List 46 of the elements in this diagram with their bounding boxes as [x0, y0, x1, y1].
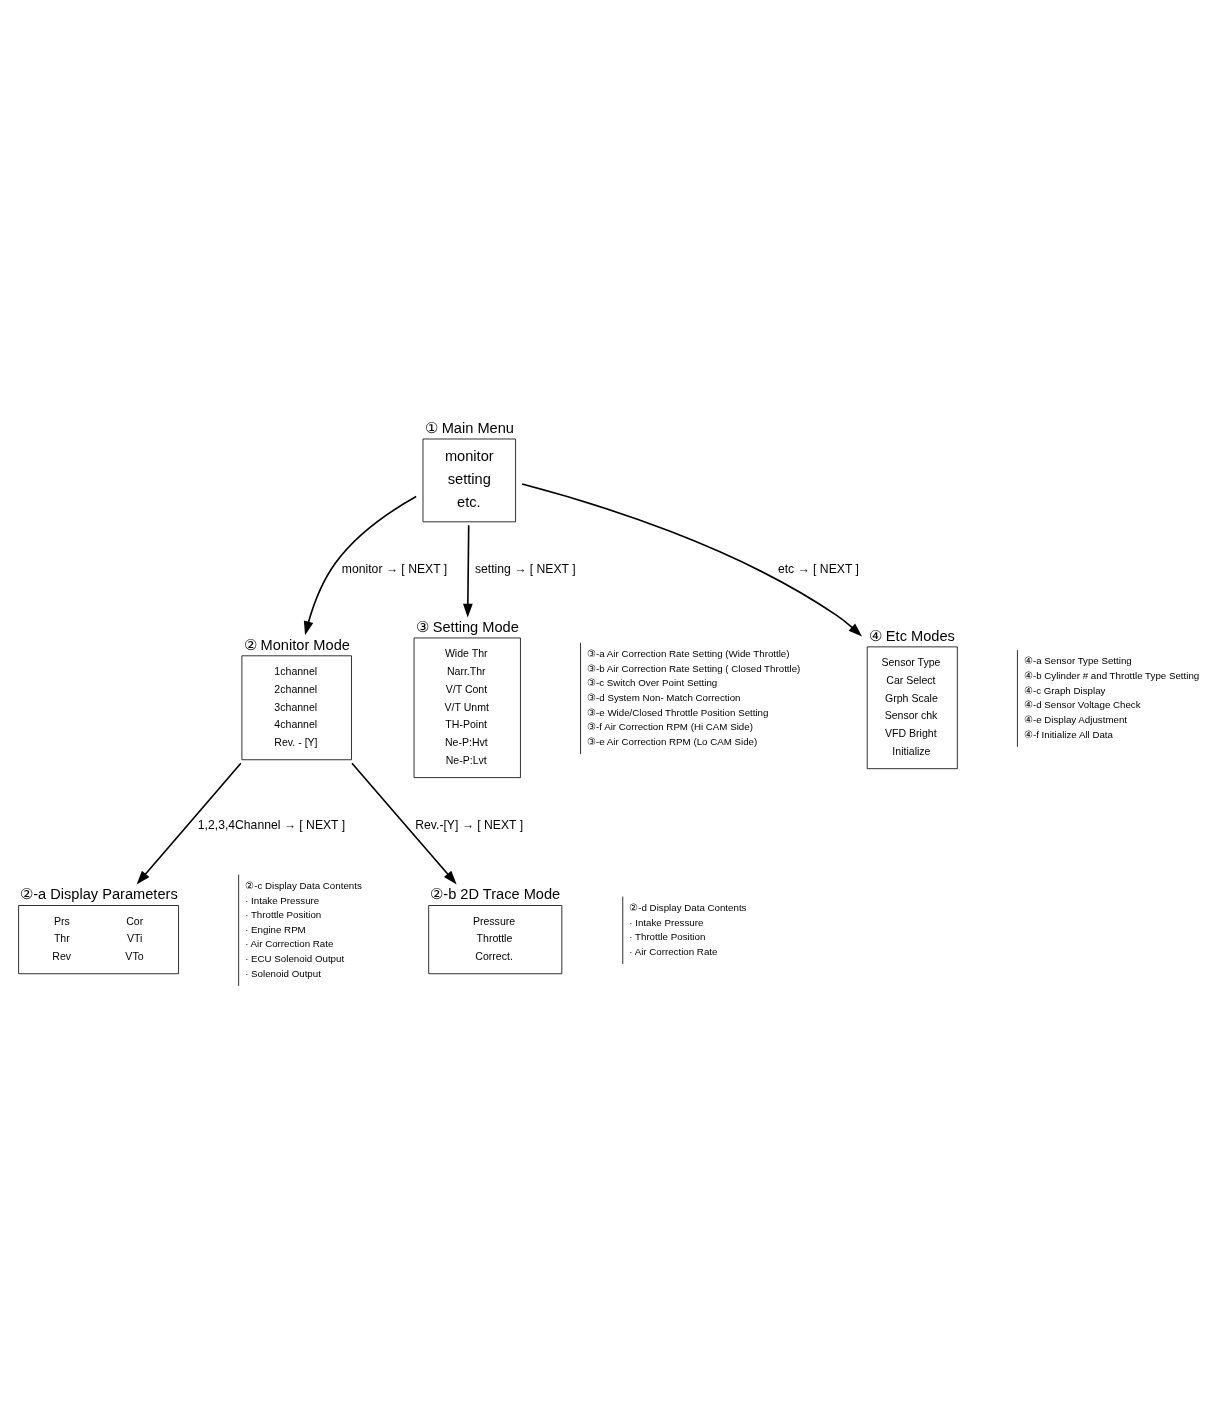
node-label: ③-e Air Correction RPM (Lo CAM Side): [587, 735, 758, 747]
node-label: ① Main Menu: [424, 419, 514, 436]
arrow: [521, 482, 863, 636]
node-box: Sensor Type Car Select Grph Scale Sensor chk VFD Bright Initialize: [866, 645, 958, 769]
node-label: · Intake Pressure: [245, 894, 320, 906]
node-box: Prs Cor Thr VTi Rev VTo: [18, 904, 179, 974]
edge-label: 1,2,3,4Channel → [ NEXT ]: [197, 817, 346, 832]
edge-label: monitor → [ NEXT ]: [341, 561, 448, 576]
node-label: ②-b 2D Trace Mode: [430, 885, 561, 902]
arrow: [351, 761, 457, 884]
node-label: ②-a Display Parameters: [20, 885, 178, 902]
node-label: ③ Setting Mode: [415, 618, 519, 635]
node-label: ③-b Air Correction Rate Setting ( Closed Throttle): [587, 662, 801, 674]
node-label: · Air Correction Rate: [629, 945, 718, 957]
node-label: ③-c Switch Over Point Setting: [587, 676, 718, 688]
node-label: · Engine RPM: [245, 923, 306, 935]
node-label: ④-b Cylinder # and Throttle Type Setting: [1023, 669, 1200, 681]
node-label: ③-d System Non- Match Correction: [587, 691, 741, 703]
node-label: ④-c Graph Display: [1023, 684, 1106, 696]
edge-label: etc → [ NEXT ]: [777, 561, 859, 576]
node-label: ④-e Display Adjustment: [1023, 713, 1128, 725]
node-box: Wide Thr Narr.Thr V/T Cont V/T Unmt TH-Point Ne-P:Hvt Ne-P:Lvt: [413, 637, 521, 778]
node-label: ②-d Display Data Contents: [629, 901, 747, 913]
node-label: · Throttle Position: [245, 908, 322, 920]
arrow: [463, 523, 473, 618]
node-label: · Throttle Position: [629, 930, 706, 942]
node-label: ④ Etc Modes: [868, 627, 955, 644]
node-label: ③-f Air Correction RPM (Hi CAM Side): [587, 720, 753, 732]
edge-label: setting → [ NEXT ]: [474, 561, 576, 576]
node-box: Pressure Throttle Correct.: [428, 904, 563, 974]
node-label: ④-f Initialize All Data: [1023, 728, 1113, 739]
node-label: · Intake Pressure: [629, 915, 704, 927]
node-label: ④-d Sensor Voltage Check: [1023, 698, 1141, 710]
node-label: · Air Correction Rate: [245, 937, 334, 949]
arrow: [136, 761, 242, 884]
node-label: · Solenoid Output: [245, 967, 321, 979]
node-box: 1channel 2channel 3channel 4channel Rev. - [Y]: [241, 654, 352, 760]
node-box: monitor setting etc.: [422, 438, 516, 522]
node-label: ②-c Display Data Contents: [245, 879, 362, 891]
node-label: · ECU Solenoid Output: [245, 952, 345, 964]
edge-label: Rev.-[Y] → [ NEXT ]: [415, 817, 524, 832]
node-label: ③-e Wide/Closed Throttle Position Setting: [587, 706, 769, 718]
arrow: [303, 495, 417, 635]
node-label: ④-a Sensor Type Setting: [1023, 654, 1132, 666]
node-label: ② Monitor Mode: [243, 636, 350, 653]
node-label: ③-a Air Correction Rate Setting (Wide Throttle): [587, 647, 790, 659]
